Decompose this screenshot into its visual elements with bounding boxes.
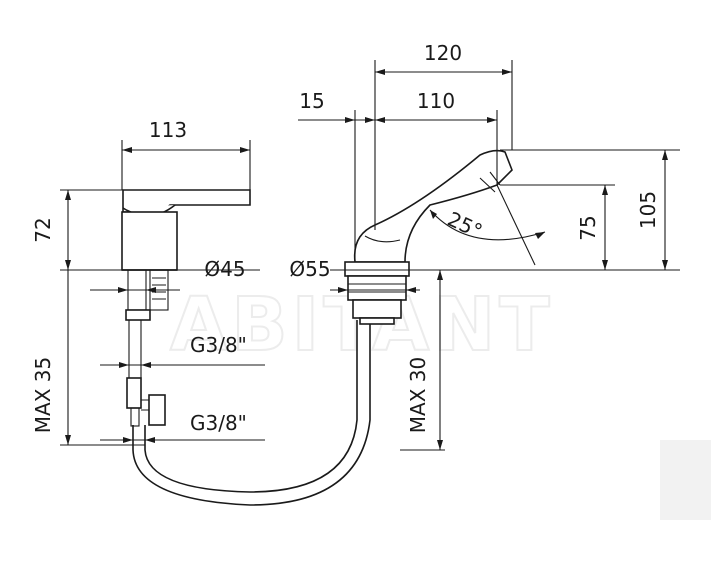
dim-diameter-55: Ø55	[289, 257, 330, 281]
dim-113: 113	[149, 118, 187, 142]
dim-120: 120	[424, 41, 462, 65]
dim-72: 72	[31, 217, 55, 242]
dim-thread-upper: G3/8"	[190, 333, 247, 357]
flexible-hose	[132, 320, 371, 506]
dim-15: 15	[299, 89, 324, 113]
dim-thread-lower: G3/8"	[190, 411, 247, 435]
dim-105: 105	[636, 191, 660, 229]
dim-max-30: MAX 30	[406, 357, 430, 433]
corner-block	[660, 440, 711, 520]
spout-body	[344, 149, 513, 325]
dimension-lines	[60, 60, 680, 451]
dim-diameter-45: Ø45	[204, 257, 245, 281]
dim-110: 110	[417, 89, 455, 113]
dim-75: 75	[576, 215, 600, 240]
dim-max-35: MAX 35	[31, 357, 55, 433]
